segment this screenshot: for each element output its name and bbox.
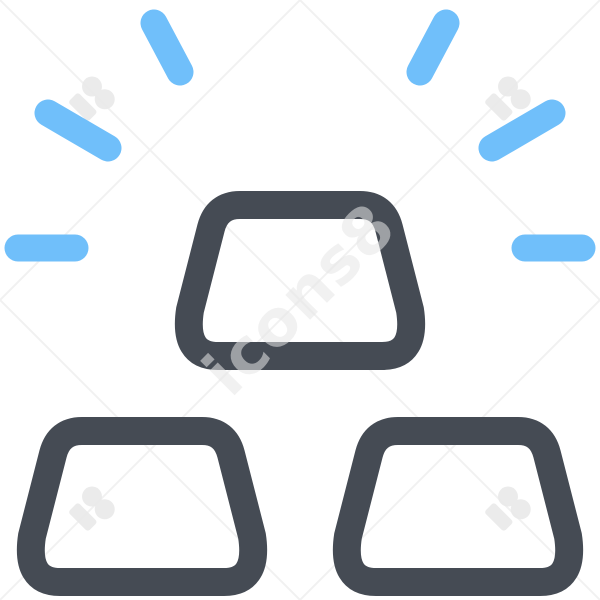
ray-top-left xyxy=(140,9,194,86)
gold-bars xyxy=(16,191,584,596)
ray-right-diagonal xyxy=(478,99,566,162)
gold-bar-bottom-left xyxy=(16,417,268,596)
gold-bar-bottom-right xyxy=(332,417,584,596)
watermark-logo-bottom-right xyxy=(485,486,531,531)
watermark-logo-top-left xyxy=(69,76,115,121)
ray-left-diagonal xyxy=(34,99,122,162)
gold-bar-top xyxy=(174,191,426,370)
shine-rays xyxy=(4,9,596,262)
watermark-logo-top-right xyxy=(485,76,531,121)
watermark-logo-marks xyxy=(69,76,531,531)
watermark-logo-bottom-left xyxy=(69,486,115,531)
ray-top-right xyxy=(406,9,460,86)
